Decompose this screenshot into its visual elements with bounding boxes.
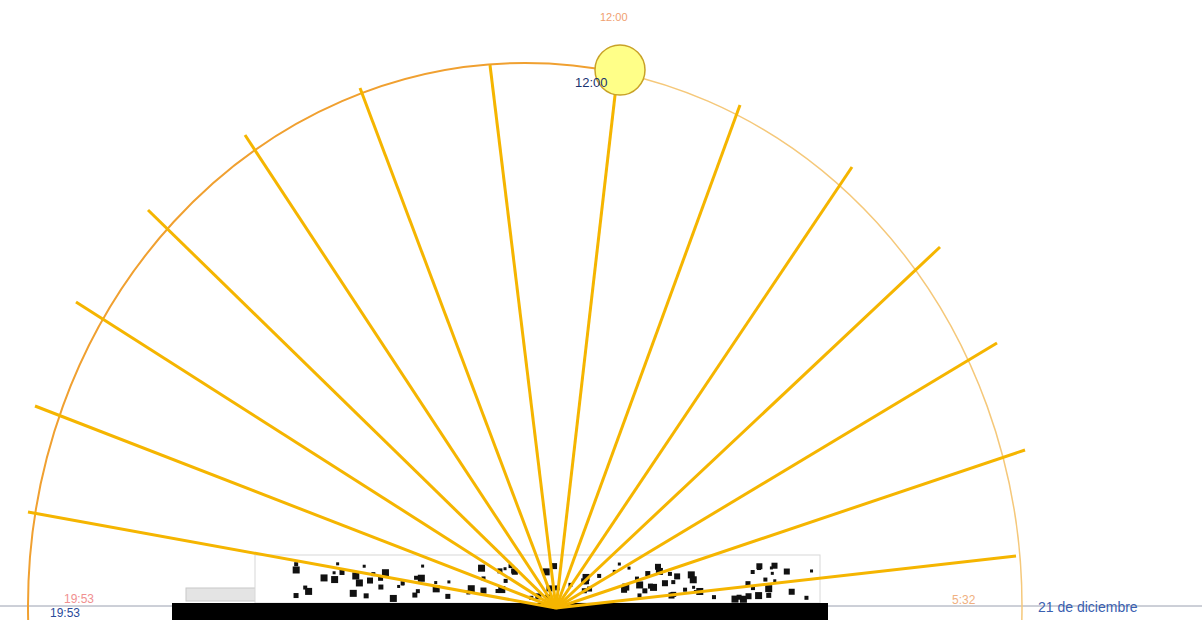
window-square <box>412 593 417 598</box>
sun-ray <box>556 247 940 608</box>
time-label: 19:53 <box>50 607 80 619</box>
window-square <box>416 589 420 593</box>
window-square <box>434 581 437 584</box>
sun-ray <box>556 343 997 608</box>
window-square <box>336 562 339 565</box>
sun-arc-past <box>28 63 620 620</box>
window-square <box>418 575 425 582</box>
window-square <box>683 588 687 592</box>
sun-ray <box>556 450 1025 608</box>
sun-ray <box>148 210 556 608</box>
window-square <box>674 573 680 579</box>
sun-ray <box>35 406 556 608</box>
window-square <box>671 580 675 584</box>
sun-ray <box>360 88 556 608</box>
window-square <box>350 590 357 597</box>
window-square <box>401 582 404 585</box>
time-label: 5:32 <box>952 594 975 606</box>
window-square <box>421 565 424 568</box>
window-square <box>784 569 790 575</box>
time-label: 12:00 <box>575 76 608 89</box>
window-square <box>367 578 373 584</box>
sun-ray <box>556 167 852 608</box>
window-square <box>331 576 338 583</box>
window-square <box>293 566 300 573</box>
sun-ray <box>556 556 1016 608</box>
date-label: 21 de diciembre <box>1038 600 1138 614</box>
time-label: 12:00 <box>600 12 628 23</box>
window-square <box>751 570 755 574</box>
window-square <box>810 569 813 572</box>
window-square <box>771 572 774 575</box>
window-square <box>390 595 397 602</box>
window-square <box>636 581 643 588</box>
window-square <box>650 584 657 591</box>
window-square <box>618 563 621 566</box>
sun-ray <box>245 135 556 608</box>
window-square <box>356 579 363 586</box>
window-square <box>378 585 383 590</box>
window-square <box>668 572 672 576</box>
sun-ray <box>76 302 556 608</box>
sun-arc-future <box>620 63 1022 620</box>
window-square <box>397 585 400 588</box>
window-square <box>662 580 668 586</box>
ground-block <box>172 603 828 620</box>
window-square <box>768 589 771 592</box>
window-square <box>692 586 695 589</box>
window-square <box>690 576 697 583</box>
sun-ray <box>28 512 556 608</box>
sun-ray <box>490 65 556 608</box>
window-square <box>303 586 307 590</box>
window-square <box>504 579 508 583</box>
sun-ray <box>556 105 740 608</box>
window-square <box>637 593 641 597</box>
time-label: 19:53 <box>64 593 94 605</box>
window-square <box>478 565 485 572</box>
window-square <box>480 588 486 594</box>
window-square <box>765 585 772 592</box>
window-square <box>731 596 738 603</box>
sun-rays <box>28 65 1025 608</box>
window-square <box>789 589 795 595</box>
window-square <box>504 567 507 570</box>
window-square <box>445 594 450 599</box>
window-square <box>414 576 418 580</box>
window-square <box>642 588 647 593</box>
window-square <box>597 574 601 578</box>
window-square <box>294 562 298 566</box>
window-square <box>496 589 500 593</box>
window-square <box>321 574 328 581</box>
window-square <box>447 580 450 583</box>
window-square <box>333 571 336 574</box>
window-square <box>712 595 716 599</box>
window-square <box>756 563 762 569</box>
window-square <box>766 593 771 598</box>
window-square <box>804 596 808 600</box>
window-square <box>628 567 631 570</box>
window-square <box>763 578 767 582</box>
window-square <box>746 593 752 599</box>
window-square <box>294 593 299 598</box>
window-square <box>364 593 369 598</box>
low-building <box>186 588 256 601</box>
window-square <box>770 566 773 569</box>
window-square <box>755 592 762 599</box>
window-square <box>363 565 366 568</box>
window-square <box>621 587 627 593</box>
